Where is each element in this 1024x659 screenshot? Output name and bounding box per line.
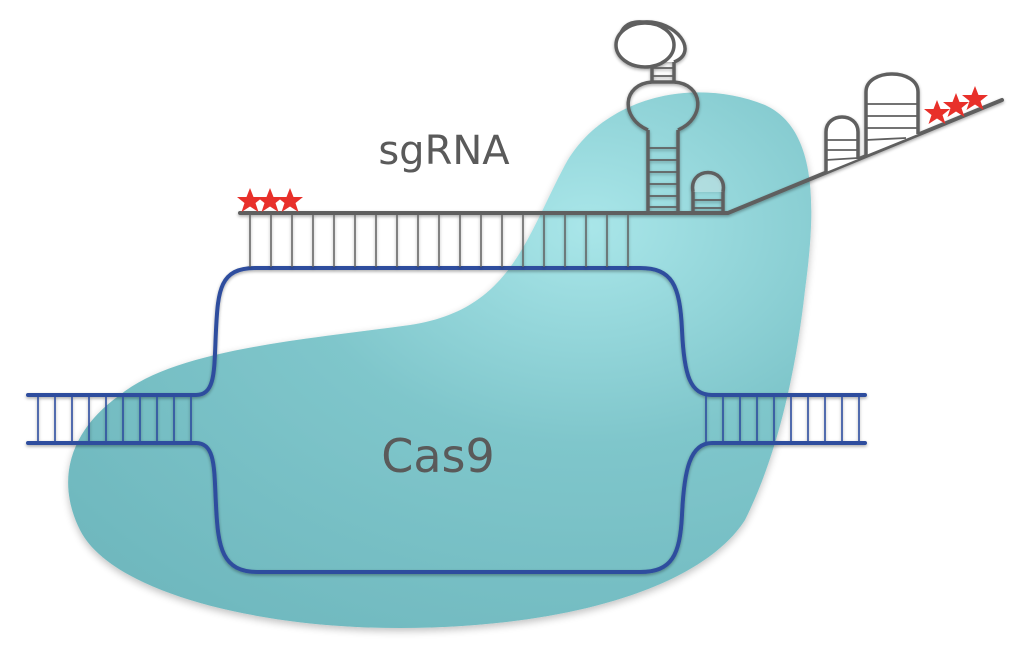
sgrna-tail-hairpin-1 xyxy=(824,115,860,172)
star-icon xyxy=(962,86,988,110)
star-icon xyxy=(257,188,283,212)
sgrna-dna-base-pairs xyxy=(249,214,629,267)
dna-right-duplex-rungs xyxy=(705,395,860,443)
sgrna-tail-hairpin-2 xyxy=(864,72,920,155)
sgrna xyxy=(238,20,1004,267)
dna-bottom-strand xyxy=(26,441,867,574)
cas9-protein xyxy=(68,92,812,628)
target-dna xyxy=(26,266,867,574)
star-icon xyxy=(924,100,950,124)
star-icon xyxy=(237,188,263,212)
sgrna-backbone xyxy=(238,98,1004,215)
dna-top-strand xyxy=(26,266,867,397)
star-icon xyxy=(943,93,969,117)
sgrna-label: sgRNA xyxy=(378,128,510,174)
dna-left-duplex-rungs xyxy=(37,395,192,443)
sgrna-3prime-modification-stars xyxy=(924,86,988,124)
sgrna-large-stem-loop xyxy=(614,20,700,213)
cas9-label: Cas9 xyxy=(381,429,495,483)
sgrna-5prime-modification-stars xyxy=(237,188,303,212)
sgrna-small-loop xyxy=(691,170,725,213)
star-icon xyxy=(277,188,303,212)
